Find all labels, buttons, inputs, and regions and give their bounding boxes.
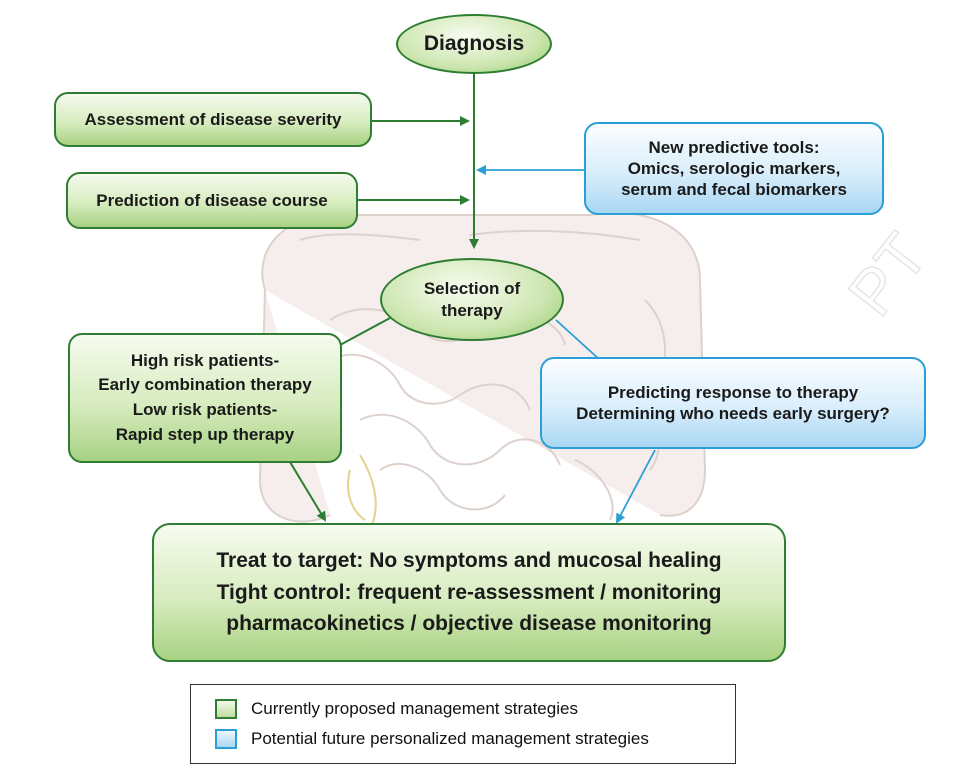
predictive-tools-line-3: serum and fecal biomarkers	[621, 180, 847, 200]
diagnosis-node: Diagnosis	[396, 14, 552, 74]
connector-selection-predicting	[555, 319, 601, 361]
risk-line-4: Rapid step up therapy	[115, 424, 295, 444]
severity-box: Assessment of disease severity	[54, 92, 372, 147]
risk-box: High risk patients- Early combination th…	[68, 333, 342, 463]
target-line-3: pharmacokinetics / objective disease mon…	[226, 612, 712, 636]
predictive-tools-box: New predictive tools: Omics, serologic m…	[584, 122, 884, 215]
target-box: Treat to target: No symptoms and mucosal…	[152, 523, 786, 662]
predicting-line-1: Predicting response to therapy	[607, 382, 859, 402]
course-box: Prediction of disease course	[66, 172, 358, 229]
predictive-tools-line-2: Omics, serologic markers,	[627, 158, 841, 178]
target-line-1: Treat to target: No symptoms and mucosal…	[216, 549, 722, 573]
target-line-2: Tight control: frequent re-assessment / …	[216, 580, 722, 604]
predictive-tools-line-1: New predictive tools:	[648, 137, 820, 157]
green-swatch	[215, 699, 237, 719]
arrow-predicting-to-target	[616, 449, 656, 524]
risk-line-3: Low risk patients-	[132, 400, 278, 419]
blue-swatch	[215, 729, 237, 749]
diagnosis-label: Diagnosis	[423, 32, 525, 55]
selection-line-1: Selection of	[423, 279, 521, 299]
legend-current-label: Currently proposed management strategies	[251, 699, 578, 718]
arrow-risk-to-target	[289, 461, 327, 522]
selection-line-2: therapy	[441, 300, 503, 320]
legend-item-current: Currently proposed management strategies	[215, 699, 578, 719]
risk-line-2: Early combination therapy	[98, 375, 312, 395]
legend-future-label: Potential future personalized management…	[251, 729, 649, 748]
selection-node: Selection of therapy	[380, 258, 564, 341]
predicting-box: Predicting response to therapy Determini…	[540, 357, 926, 449]
legend-item-future: Potential future personalized management…	[215, 729, 649, 749]
legend: Currently proposed management strategies…	[190, 684, 736, 764]
watermark: PT	[834, 220, 941, 329]
connector-selection-risk	[339, 317, 391, 346]
severity-label: Assessment of disease severity	[84, 109, 342, 129]
risk-line-1: High risk patients-	[130, 350, 280, 370]
predicting-line-2: Determining who needs early surgery?	[576, 404, 890, 423]
course-label: Prediction of disease course	[96, 190, 328, 210]
